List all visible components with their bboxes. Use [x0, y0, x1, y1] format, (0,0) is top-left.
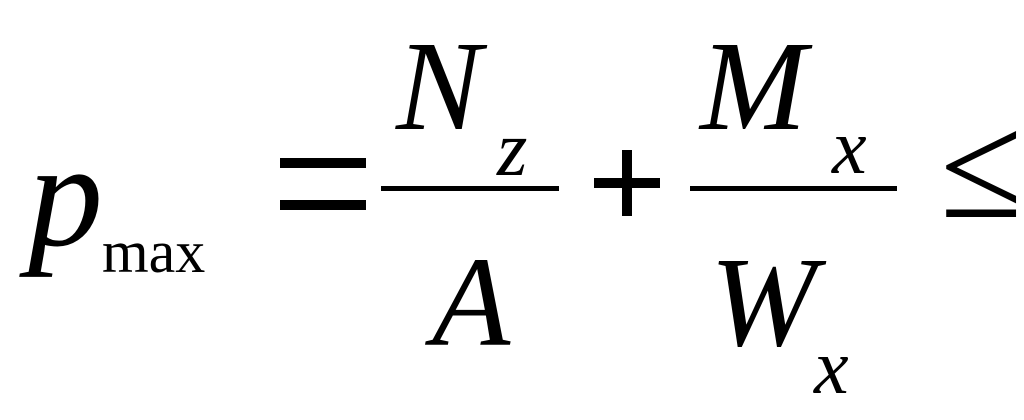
- term2-denominator: W: [710, 231, 817, 373]
- term1-denominator: A: [432, 231, 511, 373]
- term2-denominator-subscript: x: [814, 323, 849, 410]
- plus-bar-vertical: [622, 150, 632, 216]
- lhs-subscript: max: [102, 219, 206, 285]
- less-or-equal-sign: ≤: [940, 84, 1023, 250]
- term2-fraction-bar: [690, 186, 897, 191]
- term2-numerator-subscript: x: [832, 103, 867, 190]
- equals-bar-top: [280, 158, 366, 168]
- term1-fraction-bar: [381, 186, 559, 191]
- equals-bar-bottom: [280, 200, 366, 210]
- term1-numerator-subscript: z: [497, 105, 528, 192]
- term1-numerator: N: [396, 15, 482, 157]
- term2-numerator: M: [700, 15, 807, 157]
- plus-sign: +: [594, 150, 660, 216]
- lhs-variable: p: [28, 112, 103, 278]
- equals-sign: =: [280, 158, 366, 210]
